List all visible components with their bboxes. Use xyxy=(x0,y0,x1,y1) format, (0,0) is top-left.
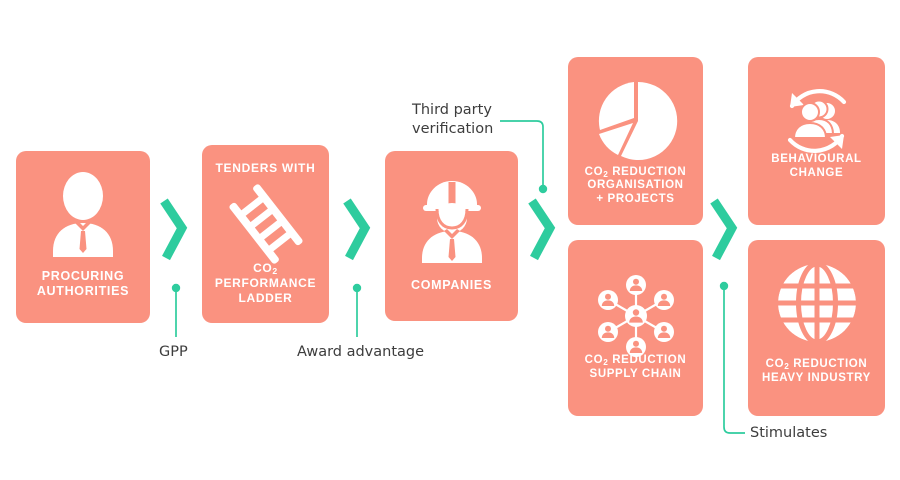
co2-prefix: CO xyxy=(765,358,785,371)
co2-prefix: CO xyxy=(584,165,604,178)
ladder-icon xyxy=(223,181,309,267)
globe-icon xyxy=(774,260,860,346)
connector-award-advantage xyxy=(352,283,362,337)
card-title-behavioural-change: BEHAVIOURAL CHANGE xyxy=(771,153,862,180)
card-title-procuring-authorities: PROCURING AUTHORITIES xyxy=(36,269,130,298)
pie-chart-icon xyxy=(594,79,678,163)
heavy-title-rest: REDUCTION HEAVY INDUSTRY xyxy=(762,358,871,385)
supply-title-rest: REDUCTION SUPPLY CHAIN xyxy=(589,354,687,381)
connector-gpp xyxy=(171,283,181,337)
recycle-people-icon xyxy=(775,79,859,163)
co2-subscript: 2 xyxy=(272,265,278,276)
co2-subscript: 2 xyxy=(603,358,609,368)
connector-label-gpp: GPP xyxy=(159,344,188,360)
card-companies[interactable]: COMPANIES xyxy=(385,151,518,321)
org-title-rest: REDUCTION ORGANISATION + PROJECTS xyxy=(587,165,687,206)
chevron-2 xyxy=(343,198,371,261)
card-co2-reduction-organisation-projects[interactable]: CO2 REDUCTION ORGANISATION + PROJECTS xyxy=(568,57,703,225)
co2-prefix: CO xyxy=(584,354,604,367)
connector-third-party-verification xyxy=(500,120,548,194)
ladder-title-rest: PERFORMANCE LADDER xyxy=(214,276,317,305)
connector-label-stimulates: Stimulates xyxy=(750,425,828,441)
connector-label-third-party-verification: Third party verification xyxy=(412,102,494,137)
card-co2-reduction-heavy-industry[interactable]: CO2 REDUCTION HEAVY INDUSTRY xyxy=(748,240,885,416)
network-people-icon xyxy=(590,270,682,362)
card-co2-reduction-supply-chain[interactable]: CO2 REDUCTION SUPPLY CHAIN xyxy=(568,240,703,416)
co2-subscript: 2 xyxy=(603,169,609,179)
card-title-co2-reduction-heavy-industry: CO2 REDUCTION HEAVY INDUSTRY xyxy=(748,358,885,386)
card-tenders-co2-performance-ladder[interactable]: TENDERS WITH CO2 PERFORMANCE LADDER xyxy=(202,145,329,323)
person-suit-icon xyxy=(45,171,121,257)
card-behavioural-change[interactable]: BEHAVIOURAL CHANGE xyxy=(748,57,885,225)
co2-prefix: CO xyxy=(253,260,273,275)
card-title-co2-reduction-organisation: CO2 REDUCTION ORGANISATION + PROJECTS xyxy=(568,166,703,207)
card-procuring-authorities[interactable]: PROCURING AUTHORITIES xyxy=(16,151,150,323)
card-title-co2-performance-ladder: CO2 PERFORMANCE LADDER xyxy=(202,261,329,305)
chevron-4 xyxy=(710,198,738,261)
connector-label-award-advantage: Award advantage xyxy=(297,344,425,360)
worker-hardhat-icon xyxy=(413,175,491,263)
chevron-3 xyxy=(528,198,556,261)
card-title-co2-reduction-supply-chain: CO2 REDUCTION SUPPLY CHAIN xyxy=(568,354,703,382)
card-title-companies: COMPANIES xyxy=(411,278,492,292)
card-title-tenders-with: TENDERS WITH xyxy=(215,161,316,175)
connector-stimulates xyxy=(719,281,745,434)
co2-subscript: 2 xyxy=(784,362,790,372)
chevron-1 xyxy=(160,198,188,261)
